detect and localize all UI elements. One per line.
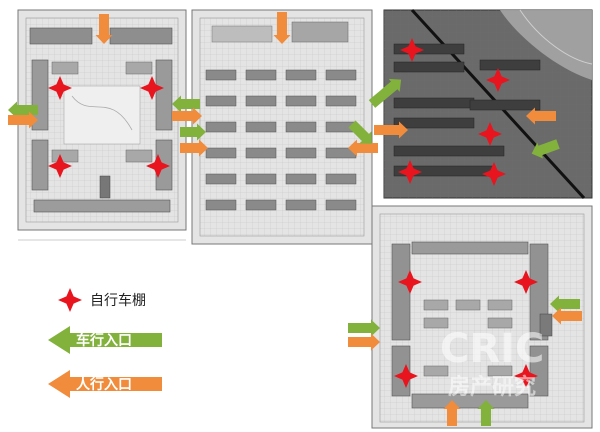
bike-shed-star-icon — [48, 76, 72, 100]
building-block — [245, 147, 277, 159]
building-block — [245, 199, 277, 211]
bike-shed-star-icon — [146, 154, 170, 178]
vehicle-entrance-arrow-icon — [550, 295, 580, 313]
building-block — [285, 147, 317, 159]
building-block — [325, 199, 357, 211]
building-block — [285, 95, 317, 107]
building-block — [205, 199, 237, 211]
building-block — [393, 97, 475, 109]
building-block — [393, 43, 465, 55]
building-block — [479, 59, 541, 71]
bike-shed-star-icon — [48, 154, 72, 178]
pedestrian-entrance-arrow-icon — [443, 400, 461, 426]
building-block — [245, 173, 277, 185]
building-block — [205, 173, 237, 185]
pedestrian-entrance-arrow-icon — [8, 111, 38, 129]
pedestrian-entrance-arrow-icon — [180, 139, 208, 157]
building-block — [285, 121, 317, 133]
watermark-brand: CRIC — [440, 326, 544, 372]
bike-shed-star-icon — [398, 160, 422, 184]
bike-shed-markers — [48, 38, 538, 388]
legend-pedestrian-entrance-label: 人行入口 — [76, 376, 132, 393]
pedestrian-entrance-arrow-icon — [273, 12, 291, 44]
vehicle-entrance-arrow-icon — [477, 400, 495, 426]
vehicle-entrance-arrow-icon — [348, 319, 380, 337]
bike-shed-star-icon — [398, 270, 422, 294]
pedestrian-entrance-arrow-icon — [348, 333, 380, 351]
plan-2-building-rows — [205, 69, 357, 211]
site-plan-4 — [371, 205, 593, 429]
building-block — [469, 99, 541, 111]
site-plan-1 — [17, 9, 187, 241]
pedestrian-entrance-arrow-icon — [374, 121, 408, 139]
building-block — [325, 173, 357, 185]
entrance-arrows — [8, 12, 582, 426]
legend: 自行车棚 车行入口 人行入口 — [48, 288, 162, 398]
building-block — [325, 69, 357, 81]
bike-shed-star-icon — [400, 38, 424, 62]
bike-shed-star-icon — [478, 122, 502, 146]
bike-shed-star-icon — [486, 68, 510, 92]
legend-star-icon — [58, 288, 82, 312]
building-block — [285, 173, 317, 185]
watermark-subtitle: 房产研究 — [448, 374, 536, 400]
building-block — [285, 199, 317, 211]
building-block — [393, 61, 465, 73]
building-block — [205, 121, 237, 133]
building-block — [245, 95, 277, 107]
building-block — [393, 117, 475, 129]
building-block — [205, 69, 237, 81]
legend-vehicle-entrance-label: 车行入口 — [76, 332, 132, 349]
pedestrian-entrance-arrow-icon — [552, 307, 582, 325]
building-block — [205, 95, 237, 107]
vehicle-entrance-arrow-icon — [368, 78, 402, 108]
building-block — [245, 69, 277, 81]
pedestrian-entrance-arrow-icon — [526, 107, 556, 125]
bike-shed-star-icon — [394, 364, 418, 388]
building-block — [205, 147, 237, 159]
legend-bike-shed-label: 自行车棚 — [90, 292, 146, 309]
plan-3-building-rows — [393, 43, 541, 177]
building-block — [325, 95, 357, 107]
bike-shed-star-icon — [482, 162, 506, 186]
building-block — [393, 145, 505, 157]
watermark: CRIC 房产研究 — [440, 326, 544, 400]
bike-shed-star-icon — [514, 270, 538, 294]
legend-vehicle-arrow-icon — [48, 326, 162, 354]
bike-shed-star-icon — [514, 364, 538, 388]
building-block — [245, 121, 277, 133]
vehicle-entrance-arrow-icon — [180, 123, 206, 141]
vehicle-entrance-arrow-icon — [348, 120, 372, 144]
bike-shed-star-icon — [140, 76, 164, 100]
building-block — [285, 69, 317, 81]
vehicle-entrance-arrow-icon — [531, 139, 560, 159]
legend-pedestrian-arrow-icon — [48, 370, 162, 398]
pedestrian-entrance-arrow-icon — [172, 107, 202, 125]
pedestrian-entrance-arrow-icon — [95, 14, 113, 44]
